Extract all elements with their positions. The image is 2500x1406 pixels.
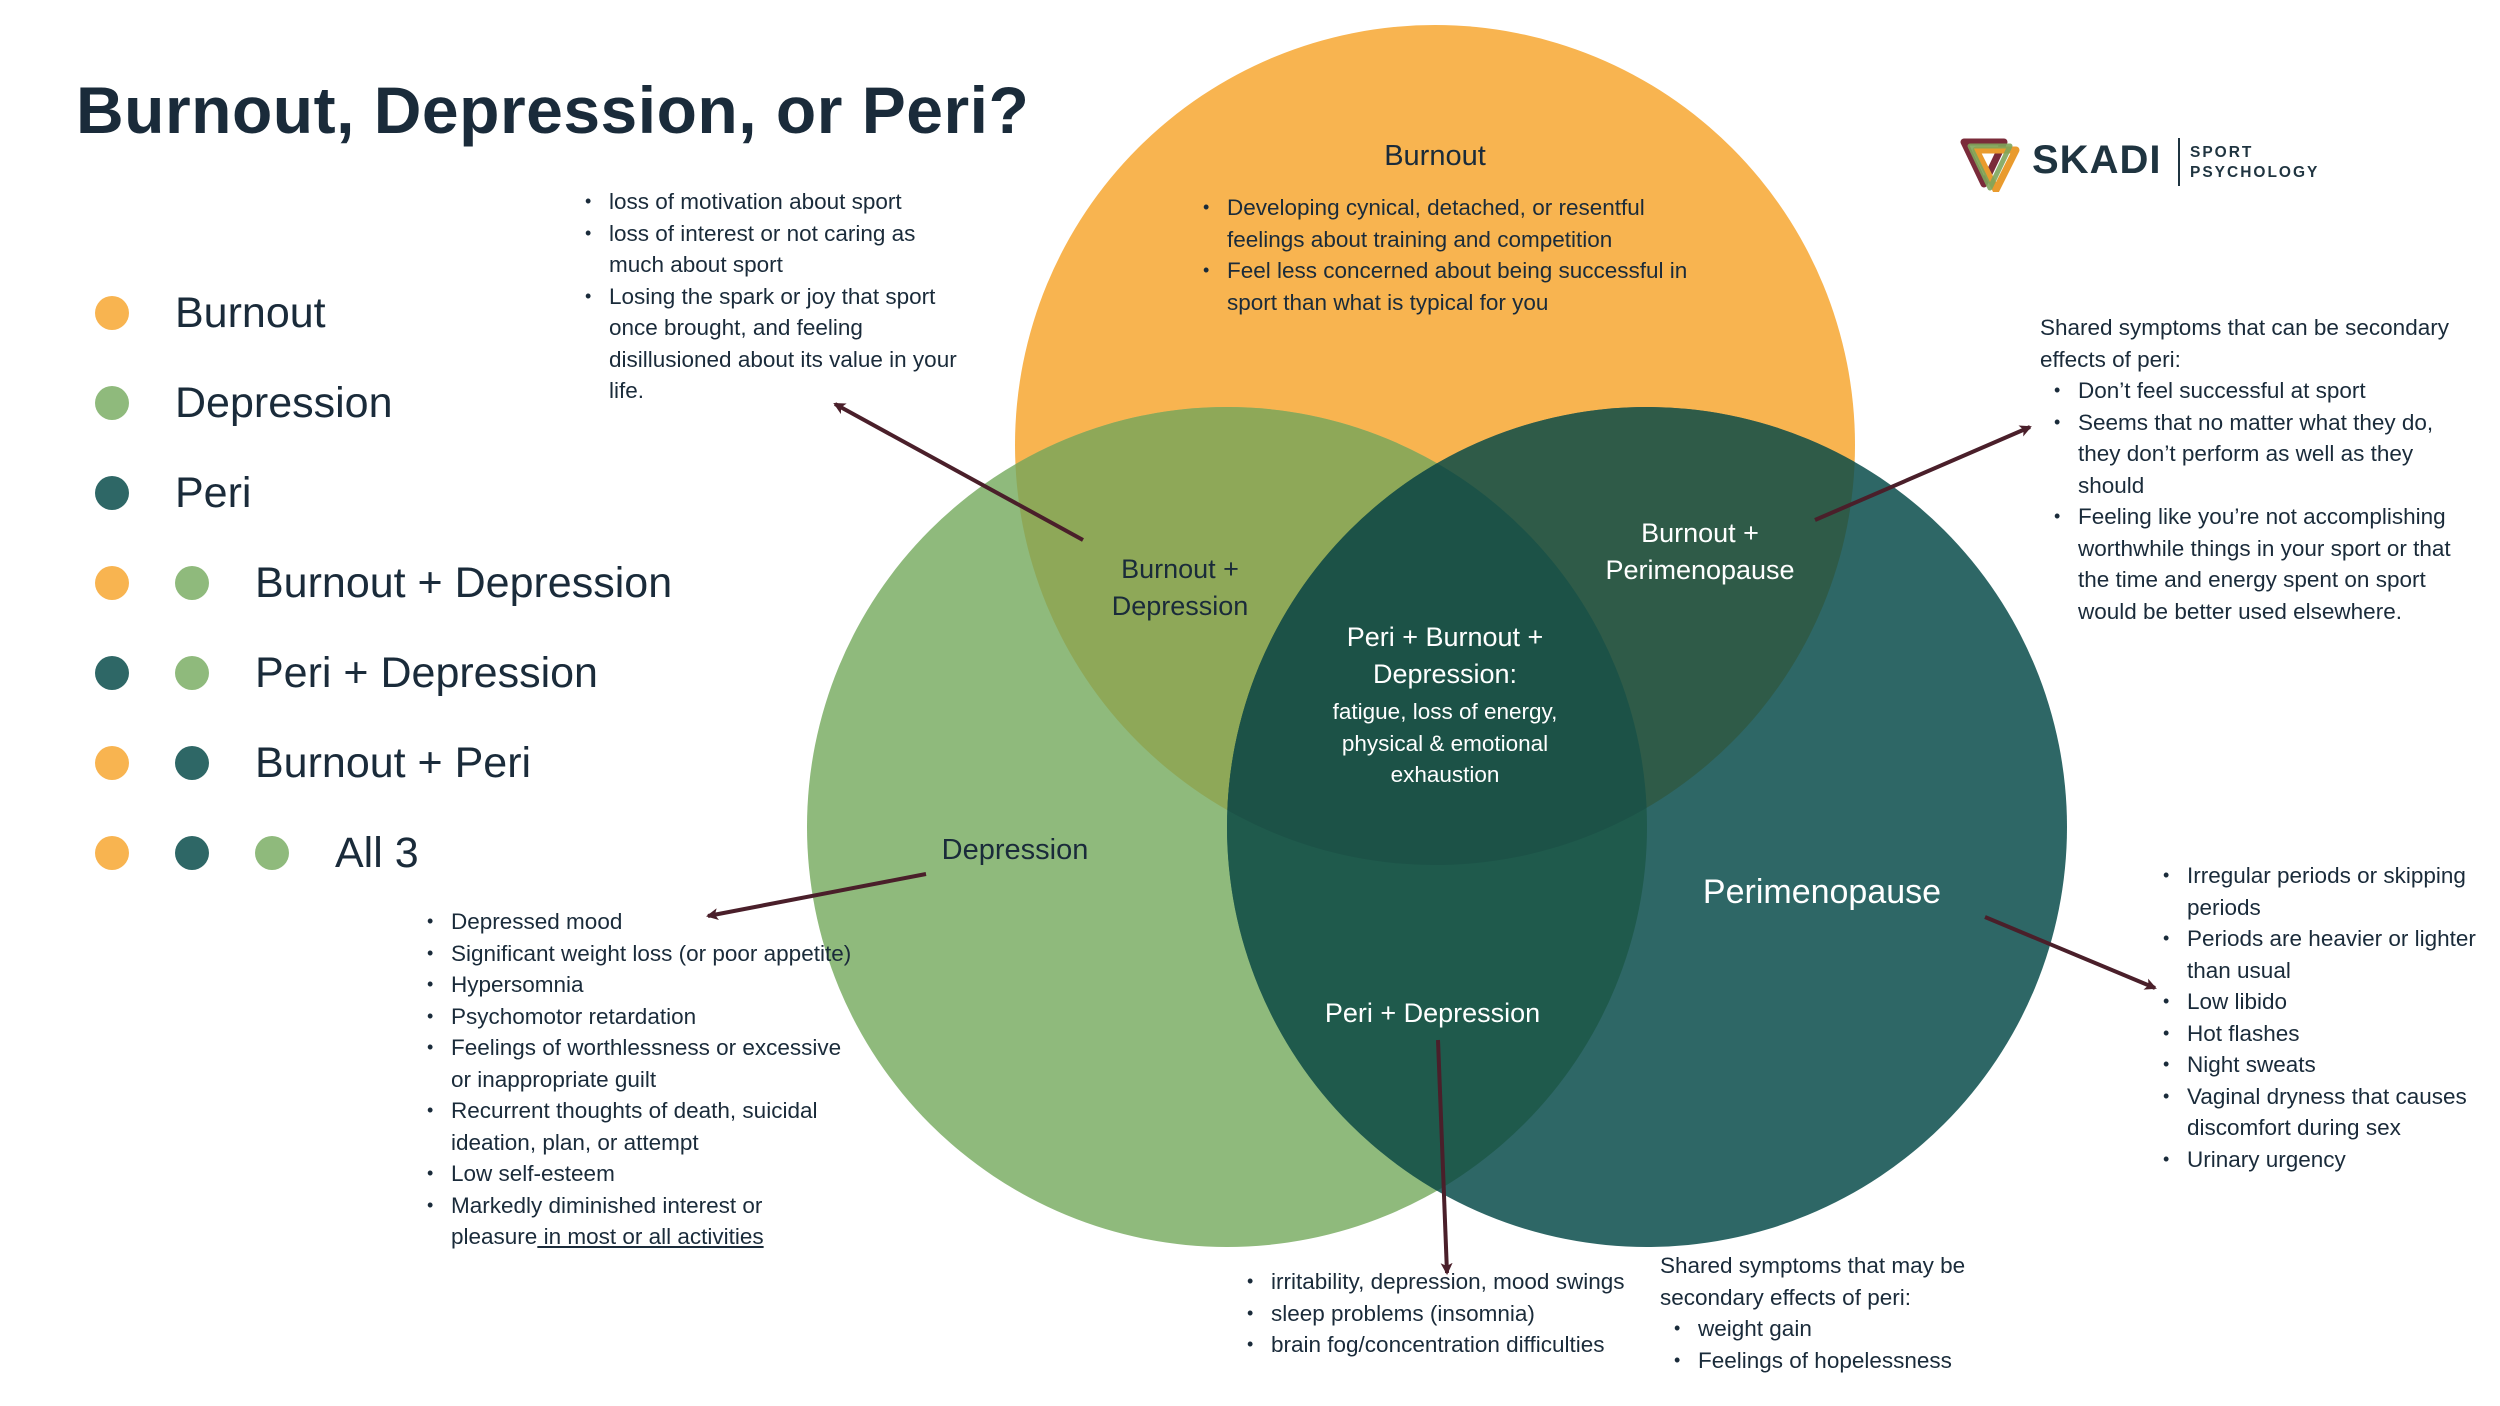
depression-note: Significant weight loss (or poor appetit…: [427, 938, 867, 970]
burnout-peri-notes: Shared symptoms that can be secondary ef…: [2040, 312, 2460, 627]
legend-row: Peri + Depression: [95, 648, 598, 698]
burnout-region-list: Developing cynical, detached, or resentf…: [1203, 192, 1723, 318]
legend-swatches: [95, 296, 129, 330]
legend-row: Depression: [95, 378, 393, 428]
burnout-symptom: Developing cynical, detached, or resentf…: [1203, 192, 1723, 255]
arrow-burnout-depression: [833, 402, 1084, 542]
legend-swatches: [95, 656, 209, 690]
depression-notes: Depressed moodSignificant weight loss (o…: [427, 906, 867, 1253]
logo-subtitle-psychology: PSYCHOLOGY: [2190, 164, 2320, 181]
triangle-knot-icon: [1960, 138, 2020, 192]
legend-row: All 3: [95, 828, 419, 878]
perimenopause-note: Low libido: [2163, 986, 2488, 1018]
depression-note-pleasure: pleasure: [451, 1224, 538, 1249]
peri-depression-secondary-note: Feelings of hopelessness: [1674, 1345, 2000, 1377]
legend-label: Depression: [175, 378, 393, 427]
legend-swatches: [95, 566, 209, 600]
peri-depression-note: irritability, depression, mood swings: [1247, 1266, 1667, 1298]
peri-depression-notes: irritability, depression, mood swingssle…: [1247, 1266, 1667, 1361]
peri-depression-region-label: Peri + Depression: [1324, 998, 1541, 1028]
peri-depression-note: sleep problems (insomnia): [1247, 1298, 1667, 1330]
peri-depression-secondary-intro: Shared symptoms that may be secondary ef…: [1660, 1253, 1966, 1310]
legend-swatches: [95, 746, 209, 780]
depression-region-label: Depression: [941, 834, 1089, 866]
burnout-depression-note: loss of interest or not caring as much a…: [585, 218, 965, 281]
legend-dot-peri: [175, 746, 209, 780]
legend-label: All 3: [335, 828, 419, 877]
skadi-logo: SKADI SPORT PSYCHOLOGY: [1960, 134, 2320, 194]
logo-subtitle-sport: SPORT: [2190, 144, 2254, 161]
legend-row: Burnout: [95, 288, 326, 338]
legend-label: Peri + Depression: [255, 648, 598, 697]
logo-divider: [2178, 138, 2180, 186]
legend-dot-depression: [175, 566, 209, 600]
depression-note: Hypersomnia: [427, 969, 867, 1001]
burnout-depression-region-label: Burnout + Depression: [1111, 554, 1249, 621]
legend-dot-depression: [255, 836, 289, 870]
burnout-region-label: Burnout: [1384, 140, 1486, 172]
depression-note: Low self-esteem: [427, 1158, 867, 1190]
burnout-peri-note: Seems that no matter what they do, they …: [2054, 407, 2460, 502]
legend-dot-burnout: [95, 566, 129, 600]
depression-note: Psychomotor retardation: [427, 1001, 867, 1033]
legend-swatches: [95, 836, 289, 870]
burnout-peri-notes-intro: Shared symptoms that can be secondary ef…: [2040, 315, 2449, 372]
perimenopause-note: Hot flashes: [2163, 1018, 2488, 1050]
burnout-peri-region-label: Burnout + Perimenopause: [1605, 518, 1795, 585]
all-three-region-detail: fatigue, loss of energy, physical & emot…: [1332, 699, 1558, 787]
perimenopause-note: Vaginal dryness that causes discomfort d…: [2163, 1081, 2488, 1144]
perimenopause-region-label: Perimenopause: [1702, 873, 1942, 911]
legend-swatches: [95, 476, 129, 510]
legend-dot-burnout: [95, 296, 129, 330]
legend-label: Burnout + Depression: [255, 558, 673, 607]
legend-dot-burnout: [95, 836, 129, 870]
arrow-burnout-peri: [1814, 425, 2032, 522]
depression-note-underlined: in most or all activities: [537, 1224, 764, 1249]
burnout-peri-note: Don’t feel successful at sport: [2054, 375, 2460, 407]
perimenopause-note: Urinary urgency: [2163, 1144, 2488, 1176]
logo-wordmark: SKADI: [2032, 138, 2162, 182]
arrow-perimenopause: [1984, 915, 2157, 990]
page-title: Burnout, Depression, or Peri?: [76, 73, 1030, 147]
perimenopause-note: Periods are heavier or lighter than usua…: [2163, 923, 2488, 986]
all-three-overlap: [1227, 407, 1647, 865]
arrow-peri-depression: [1436, 1039, 1453, 1275]
peri-depression-note: brain fog/concentration difficulties: [1247, 1329, 1667, 1361]
peri-depression-secondary-notes: Shared symptoms that may be secondary ef…: [1660, 1250, 2000, 1376]
perimenopause-note: Night sweats: [2163, 1049, 2488, 1081]
burnout-peri-note: Feeling like you’re not accomplishing wo…: [2054, 501, 2460, 627]
depression-note: Recurrent thoughts of death, suicidal id…: [427, 1095, 867, 1158]
burnout-depression-notes: loss of motivation about sportloss of in…: [585, 186, 965, 407]
legend-row: Peri: [95, 468, 251, 518]
depression-note-last-line: pleasure in most or all activities: [427, 1221, 867, 1253]
legend-dot-burnout: [95, 746, 129, 780]
legend-dot-peri: [175, 836, 209, 870]
burnout-depression-note: loss of motivation about sport: [585, 186, 965, 218]
depression-note: Depressed mood: [427, 906, 867, 938]
burnout-symptom: Feel less concerned about being successf…: [1203, 255, 1723, 318]
legend-label: Burnout + Peri: [255, 738, 532, 787]
depression-note: Markedly diminished interest or: [427, 1190, 867, 1222]
legend-label: Peri: [175, 468, 252, 517]
perimenopause-notes: Irregular periods or skipping periodsPer…: [2163, 860, 2488, 1175]
burnout-depression-note: Losing the spark or joy that sport once …: [585, 281, 965, 407]
legend-dot-depression: [95, 386, 129, 420]
legend-dot-depression: [175, 656, 209, 690]
depression-note: Feelings of worthlessness or excessive o…: [427, 1032, 867, 1095]
legend-row: Burnout + Peri: [95, 738, 531, 788]
perimenopause-note: Irregular periods or skipping periods: [2163, 860, 2488, 923]
all-three-region-label: Peri + Burnout + Depression:: [1346, 622, 1544, 689]
legend-dot-peri: [95, 656, 129, 690]
legend-dot-peri: [95, 476, 129, 510]
peri-depression-secondary-note: weight gain: [1674, 1313, 2000, 1345]
legend-row: Burnout + Depression: [95, 558, 672, 608]
legend-swatches: [95, 386, 129, 420]
legend-label: Burnout: [175, 288, 326, 337]
